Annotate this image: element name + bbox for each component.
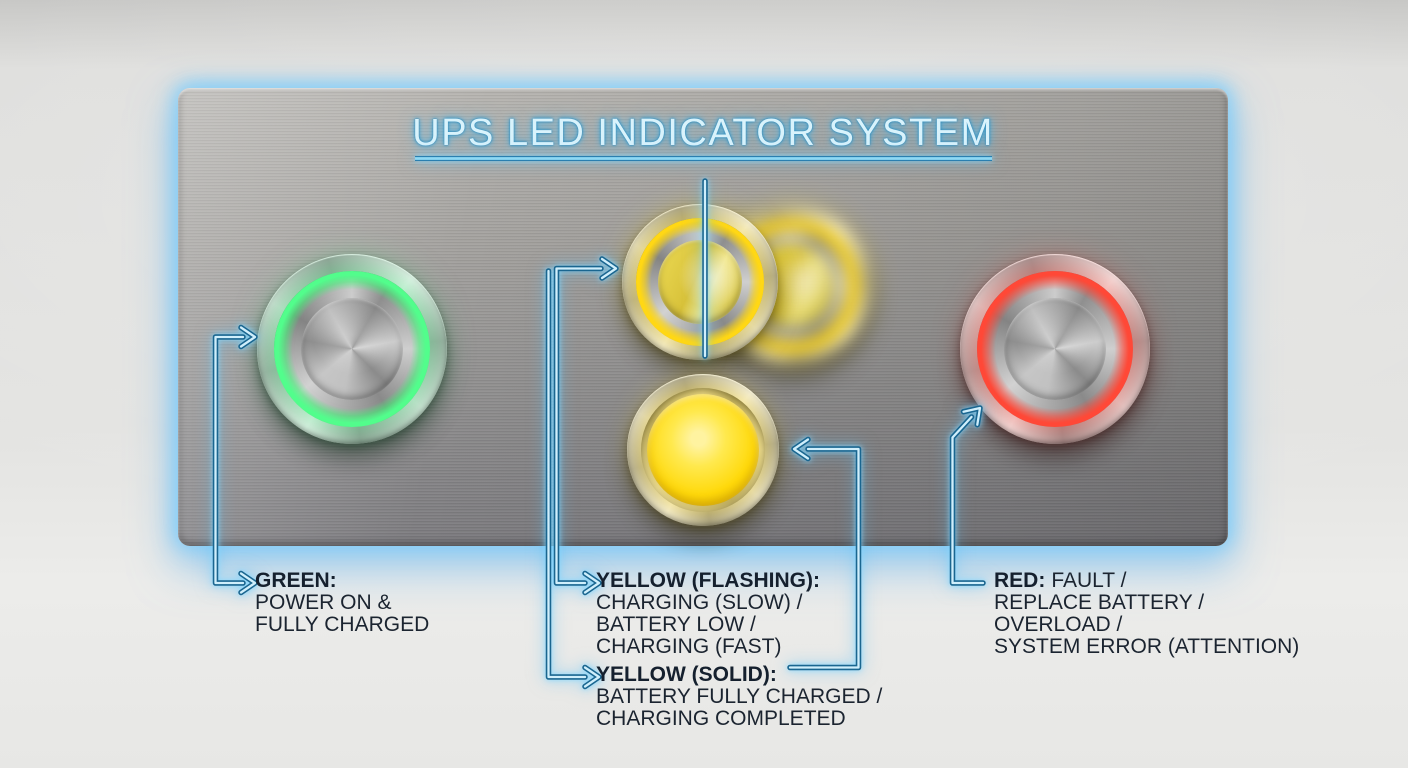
green-led-button[interactable]	[257, 254, 447, 444]
yellow-flashing-led-button[interactable]	[622, 204, 778, 360]
metal-cap	[657, 239, 743, 325]
red-label-line: REPLACE BATTERY /	[994, 591, 1205, 614]
red-label: RED:FAULT / REPLACE BATTERY / OVERLOAD /…	[994, 570, 1299, 658]
page-title: UPS LED INDICATOR SYSTEM	[412, 112, 994, 154]
red-label-inline: FAULT /	[1051, 569, 1127, 592]
yellow-solid-label: YELLOW (SOLID): BATTERY FULLY CHARGED / …	[596, 664, 882, 730]
yellow-flashing-label-line: BATTERY LOW /	[596, 613, 756, 636]
green-label-line: POWER ON &	[255, 591, 392, 614]
yellow-flashing-label-line: CHARGING (SLOW) /	[596, 591, 803, 614]
yellow-solid-led-button[interactable]	[627, 374, 779, 526]
green-label-line: FULLY CHARGED	[255, 613, 430, 636]
green-label: GREEN: POWER ON & FULLY CHARGED	[255, 570, 429, 636]
yellow-led-face	[646, 393, 760, 507]
red-label-heading: RED:	[994, 569, 1046, 592]
yellow-flashing-label-heading: YELLOW (FLASHING):	[596, 569, 820, 592]
red-label-line: OVERLOAD /	[994, 613, 1123, 636]
yellow-flashing-label-line: CHARGING (FAST)	[596, 635, 782, 658]
green-label-heading: GREEN:	[255, 569, 337, 592]
yellow-solid-label-heading: YELLOW (SOLID):	[596, 663, 777, 686]
metal-cap	[300, 297, 404, 401]
metal-cap	[1003, 297, 1107, 401]
yellow-solid-label-line: CHARGING COMPLETED	[596, 707, 846, 730]
yellow-solid-label-line: BATTERY FULLY CHARGED /	[596, 685, 883, 708]
red-label-line: SYSTEM ERROR (ATTENTION)	[994, 635, 1300, 658]
red-led-button[interactable]	[960, 254, 1150, 444]
yellow-flashing-label: YELLOW (FLASHING): CHARGING (SLOW) / BAT…	[596, 570, 820, 658]
